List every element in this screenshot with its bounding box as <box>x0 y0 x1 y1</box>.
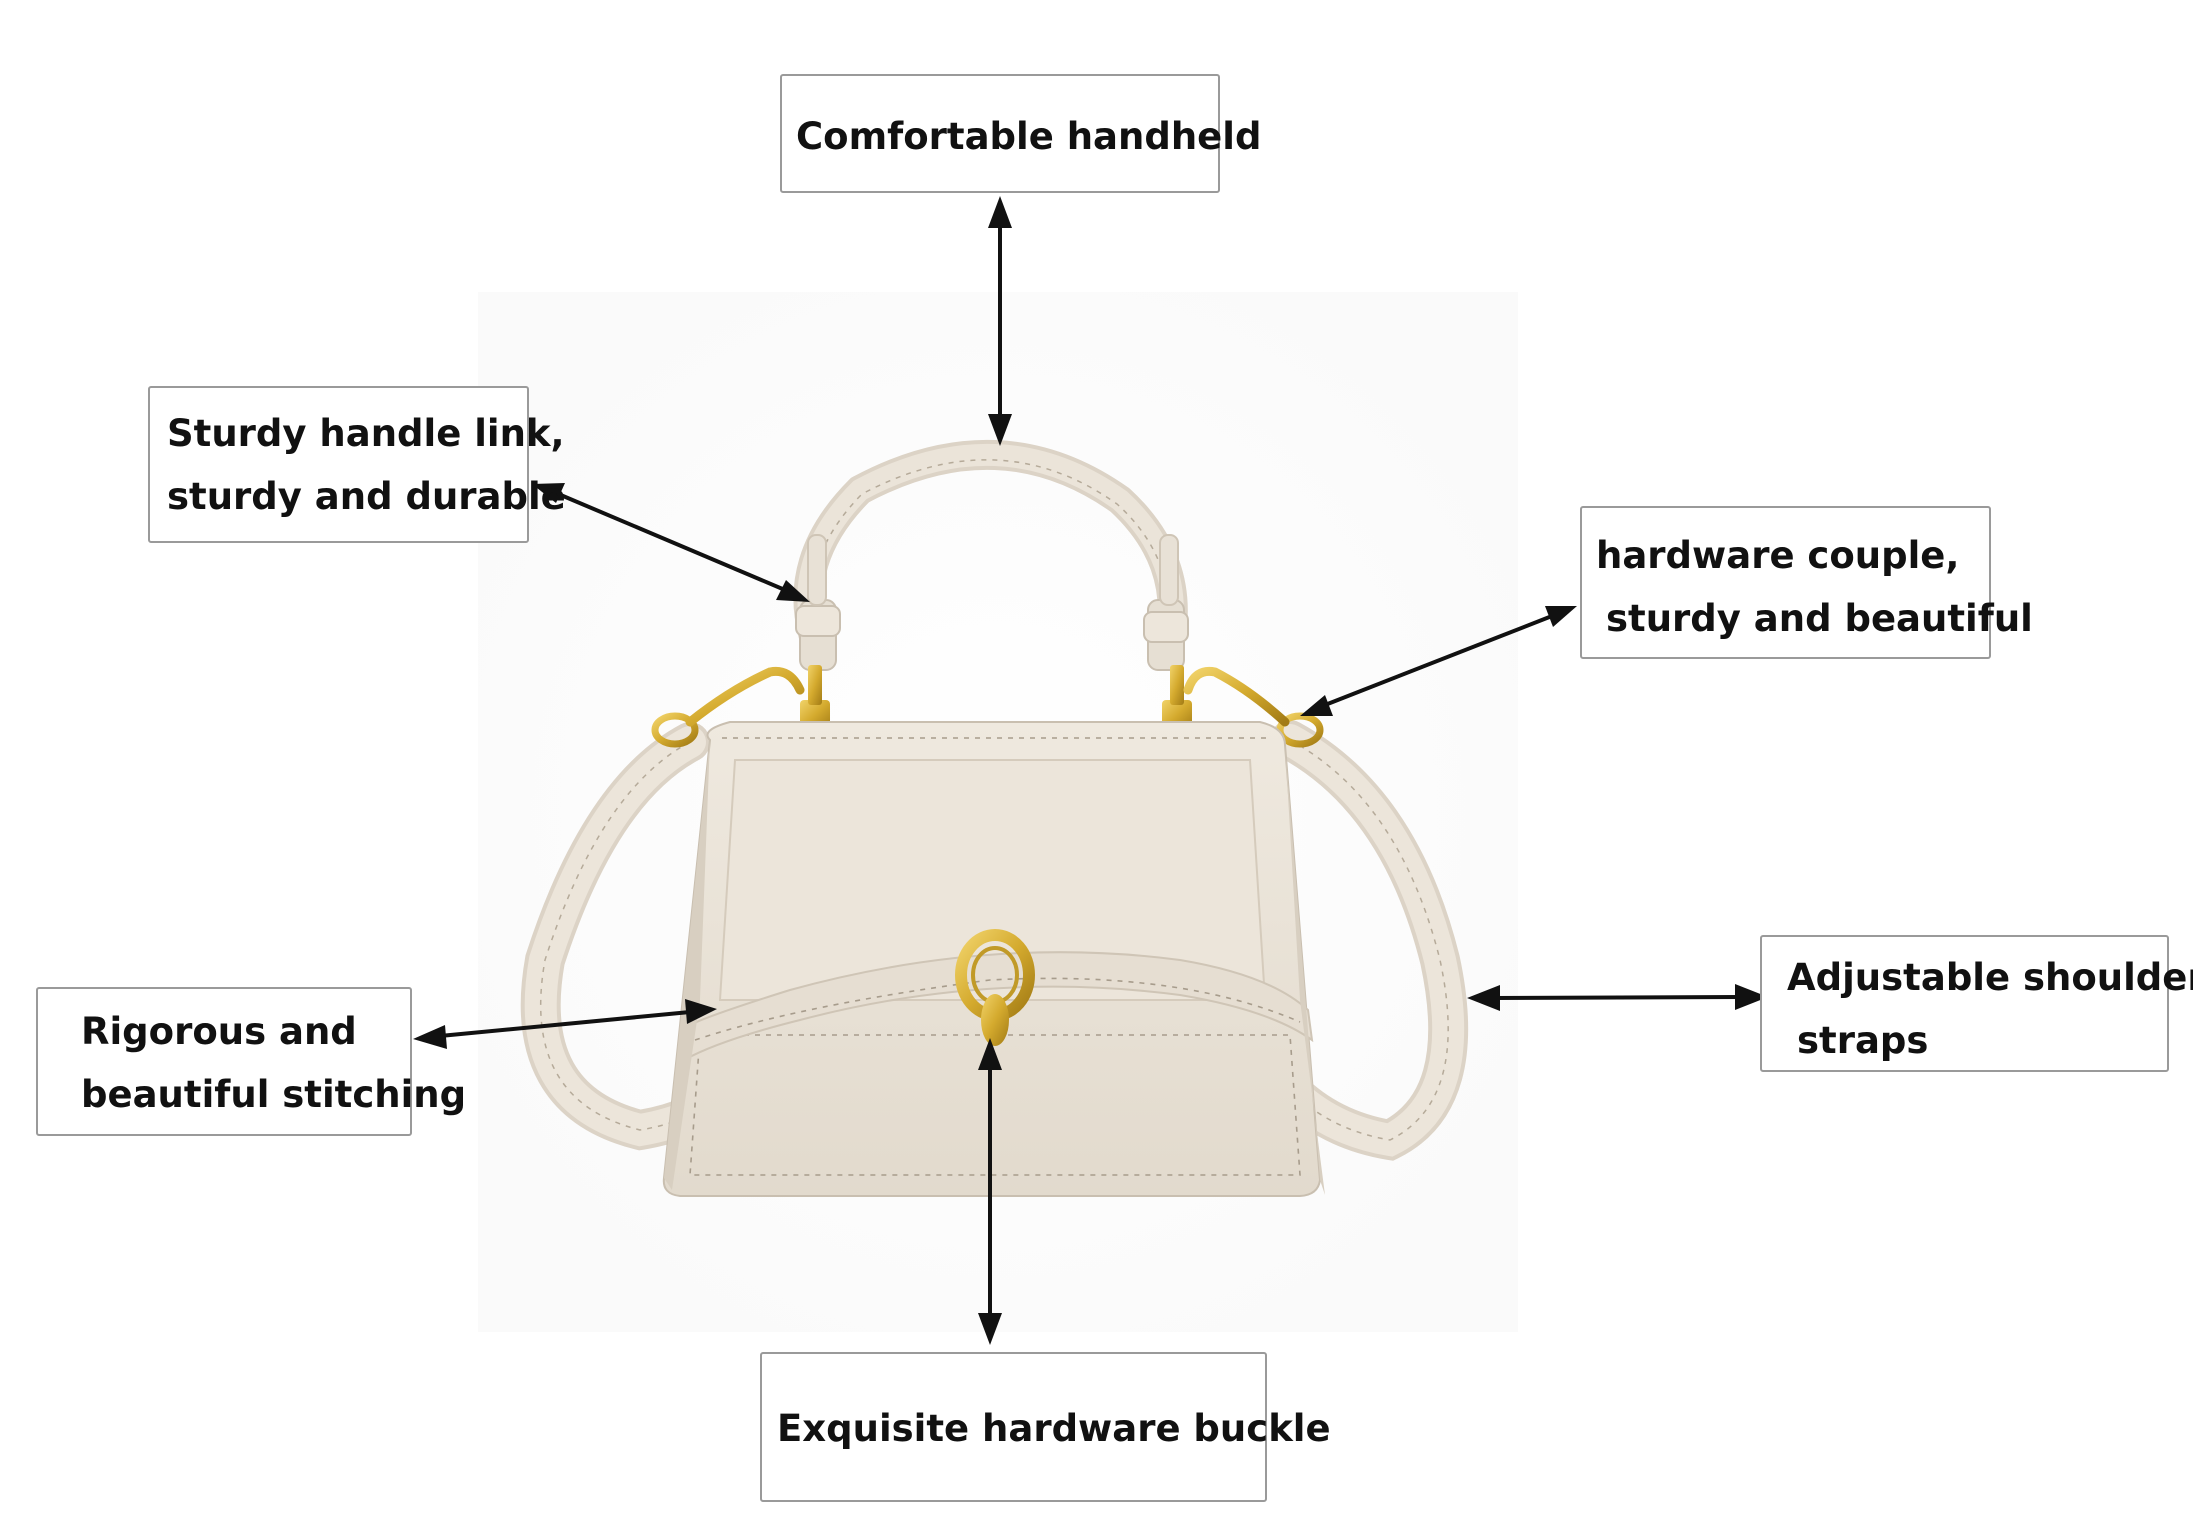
callout-line-1: Sturdy handle link, <box>167 412 565 455</box>
arrow-handle-link <box>532 483 810 602</box>
top-handle <box>793 439 1189 671</box>
callout-shoulder-straps: Adjustable shoulder straps <box>1760 935 2193 1072</box>
callout-handle-link: Sturdy handle link, sturdy and durable <box>148 386 566 543</box>
callout-hardware-buckle: Exquisite hardware buckle <box>760 1352 1331 1502</box>
callout-line-2: sturdy and beautiful <box>1606 597 2033 640</box>
buckle-hardware <box>955 929 1035 1046</box>
callout-line-2: straps <box>1797 1019 1929 1062</box>
arrow-stitching <box>413 999 717 1049</box>
callout-line-2: sturdy and durable <box>167 475 566 518</box>
callout-line-1: Rigorous and <box>81 1010 357 1053</box>
callout-text: Comfortable handheld <box>796 115 1262 158</box>
callout-line-2: beautiful stitching <box>81 1073 467 1116</box>
callout-hardware-couple: hardware couple, sturdy and beautiful <box>1580 506 2033 659</box>
callout-text: Exquisite hardware buckle <box>777 1407 1331 1450</box>
bag-body <box>662 721 1325 1197</box>
arrow-handheld <box>988 196 1012 446</box>
annotation-arrows <box>413 196 1768 1345</box>
callout-line-1: Adjustable shoulder <box>1787 956 2193 999</box>
arrow-hardware-couple <box>1300 606 1577 716</box>
callout-line-1: hardware couple, <box>1596 534 1960 577</box>
arrow-buckle <box>978 1038 1002 1345</box>
arrow-shoulder-straps <box>1467 984 1768 1011</box>
callout-comfortable-handheld: Comfortable handheld <box>780 74 1262 193</box>
callout-stitching: Rigorous and beautiful stitching <box>36 987 467 1136</box>
